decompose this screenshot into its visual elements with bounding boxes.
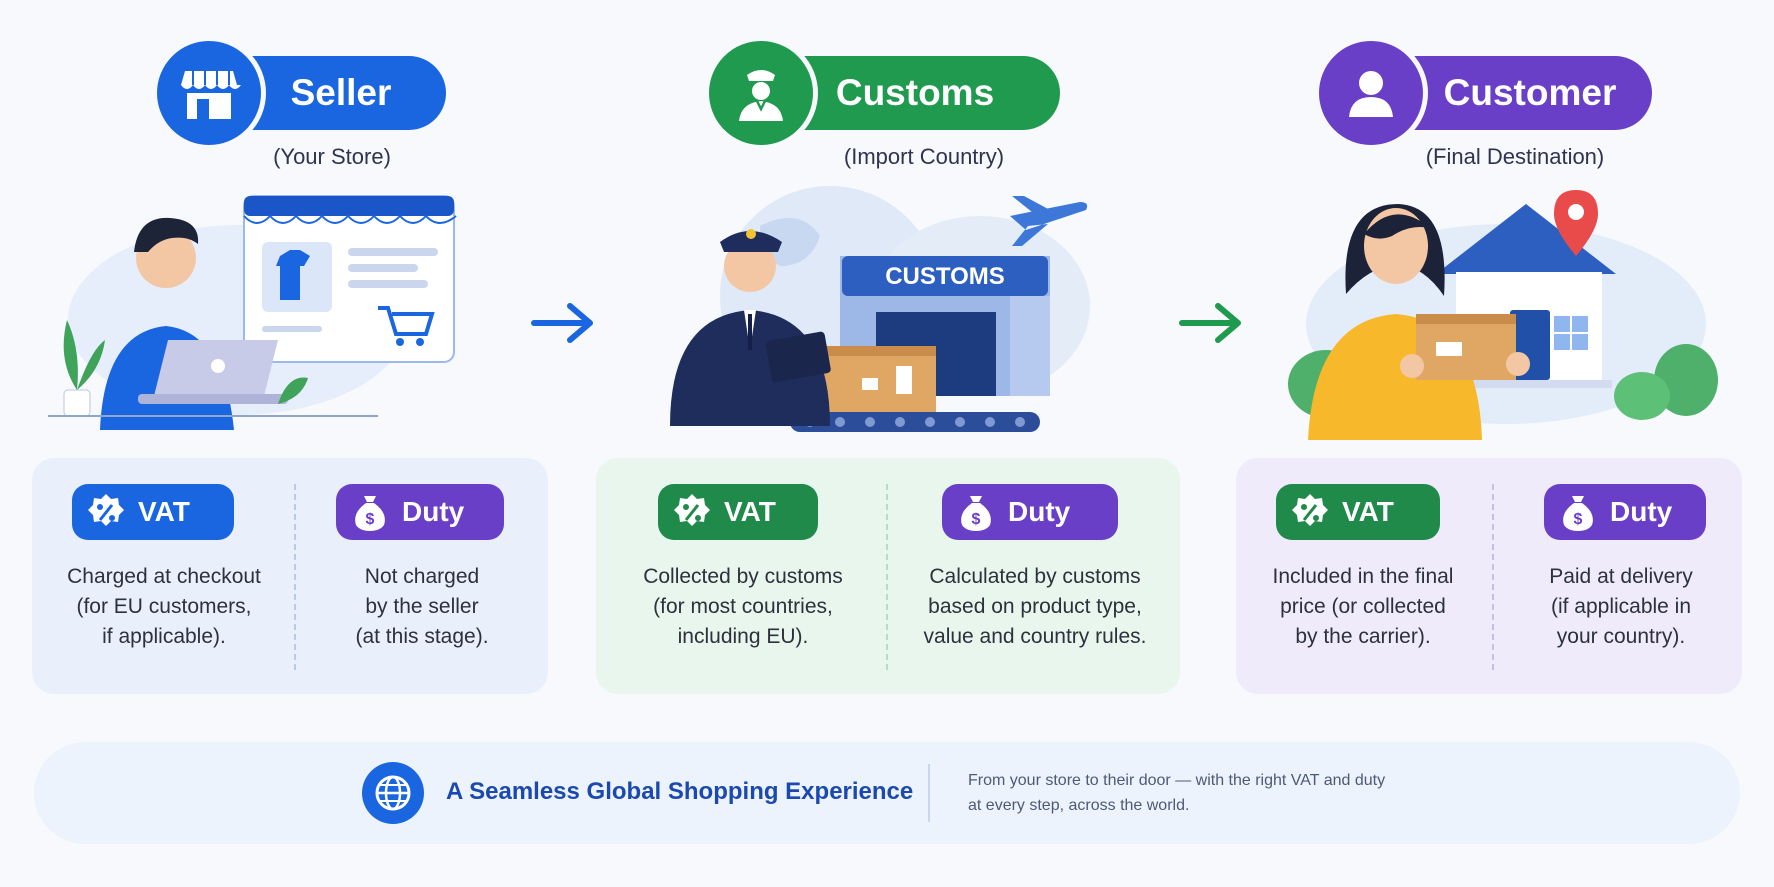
- customer-subtitle: (Final Destination): [1425, 144, 1605, 169]
- percent-badge-icon: [674, 494, 710, 526]
- customer-tax-card: VAT $ Duty Included in the final price (…: [1236, 458, 1742, 694]
- seller-illustration: [48, 195, 457, 430]
- seller-vat-label: VAT: [138, 496, 190, 527]
- seller-duty-text: Not charged by the seller (at this stage…: [355, 565, 489, 648]
- customer-vat-label: VAT: [1342, 496, 1394, 527]
- globe-icon-circle: [362, 762, 424, 824]
- customs-duty-label: Duty: [1008, 496, 1071, 527]
- money-bag-icon: $: [355, 496, 385, 531]
- customs-vat-label: VAT: [724, 496, 776, 527]
- customs-vat-badge: VAT: [658, 484, 818, 540]
- seller-title: Seller: [290, 72, 392, 113]
- customs-card-divider: [886, 484, 888, 670]
- seller-vat-badge: VAT: [72, 484, 234, 540]
- customer-duty-text: Paid at delivery (if applicable in your …: [1549, 565, 1693, 648]
- footer-banner: A Seamless Global Shopping Experience Fr…: [34, 742, 1740, 844]
- seller-card-divider: [294, 484, 296, 670]
- customs-duty-text: Calculated by customs based on product t…: [923, 565, 1147, 648]
- customs-sign-text: CUSTOMS: [885, 263, 1005, 290]
- svg-text:$: $: [366, 511, 375, 528]
- customer-duty-badge: $ Duty: [1544, 484, 1706, 540]
- customer-title: Customer: [1443, 72, 1617, 113]
- customs-tax-card: VAT $ Duty Collected by customs (for mos…: [596, 458, 1180, 694]
- seller-subtitle: (Your Store): [273, 144, 391, 169]
- customer-illustration: [1288, 190, 1718, 440]
- money-bag-icon: $: [961, 496, 991, 531]
- svg-text:$: $: [1574, 511, 1583, 528]
- storefront-icon: [181, 71, 241, 119]
- seller-vat-text: Charged at checkout (for EU customers, i…: [67, 565, 261, 648]
- percent-badge-icon: [88, 494, 124, 526]
- seller-tax-card: VAT $ Duty Charged at checkout (for EU c…: [32, 458, 548, 694]
- footer-divider: [928, 764, 930, 822]
- customs-officer-icon: [739, 70, 783, 121]
- customs-illustration: CUSTOMS: [670, 186, 1090, 432]
- percent-badge-icon: [1292, 494, 1328, 526]
- flow-arrow-customs-to-customer: [1179, 303, 1241, 343]
- customs-duty-badge: $ Duty: [942, 484, 1118, 540]
- customs-vat-text: Collected by customs (for most countries…: [643, 565, 843, 648]
- seller-duty-label: Duty: [402, 496, 465, 527]
- customer-vat-badge: VAT: [1276, 484, 1440, 540]
- footer-title: A Seamless Global Shopping Experience: [446, 778, 914, 805]
- customs-title: Customs: [835, 72, 995, 113]
- flow-arrow-seller-to-customs: [531, 303, 593, 343]
- person-icon: [1349, 71, 1393, 117]
- seller-duty-badge: $ Duty: [336, 484, 504, 540]
- customer-card-divider: [1492, 484, 1494, 670]
- customer-vat-text: Included in the final price (or collecte…: [1272, 565, 1454, 648]
- customs-icon-circle: [704, 36, 818, 150]
- footer-text: From your store to their door — with the…: [968, 772, 1386, 814]
- seller-icon-circle: [152, 36, 266, 150]
- money-bag-icon: $: [1563, 496, 1593, 531]
- svg-text:$: $: [972, 511, 981, 528]
- customs-subtitle: (Import Country): [843, 144, 1005, 169]
- customer-icon-circle: [1314, 36, 1428, 150]
- globe-icon: [375, 775, 411, 811]
- customer-duty-label: Duty: [1610, 496, 1673, 527]
